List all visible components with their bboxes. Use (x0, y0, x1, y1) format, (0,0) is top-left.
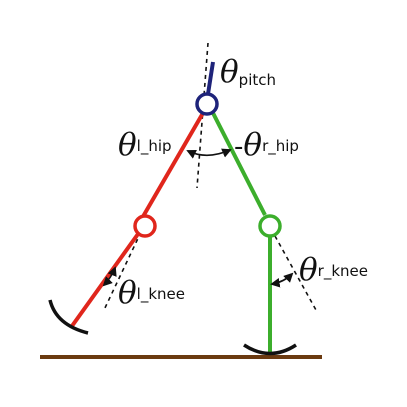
hip-angle-arrow (186, 148, 232, 159)
left-knee-reference-line (103, 231, 142, 311)
left-knee-joint (133, 214, 157, 238)
right-foot (243, 343, 297, 356)
label-theta-r-knee: θr_knee (299, 252, 368, 288)
left-knee-angle-arrow (102, 266, 117, 287)
right-knee-joint (258, 214, 282, 238)
hip-joint (195, 92, 219, 116)
right-thigh (211, 112, 267, 216)
label-theta-l-knee: θl_knee (118, 275, 185, 311)
label-theta-l-hip: θl_hip (118, 127, 172, 163)
label-theta-pitch: θpitch (220, 54, 276, 90)
label-theta-r-hip: -θr_hip (234, 127, 299, 163)
right-knee-reference-line (274, 235, 317, 311)
torso-line (206, 61, 215, 95)
right-knee-angle-arrow (270, 272, 294, 288)
left-thigh (139, 111, 205, 222)
left-foot (48, 299, 89, 335)
